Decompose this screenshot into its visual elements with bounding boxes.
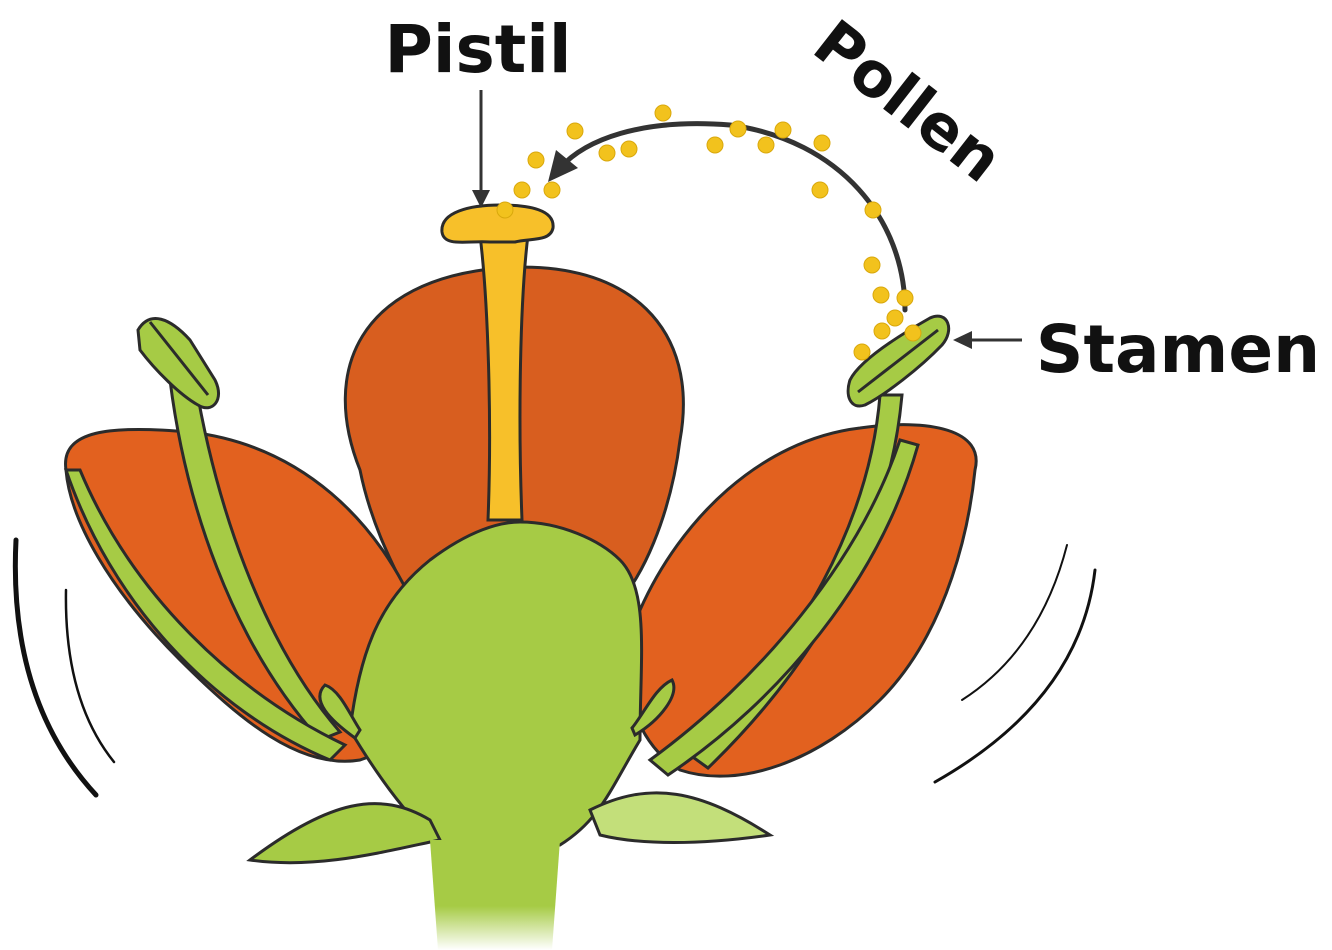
right-stamen-anther [848, 316, 949, 406]
motion-lines-left [15, 540, 114, 795]
right-petal [628, 425, 976, 777]
right-sepal [590, 793, 770, 843]
left-sepal [250, 804, 440, 863]
stem [430, 840, 560, 950]
stamen-label: Stamen [1036, 311, 1320, 388]
pistil-label: Pistil [384, 11, 571, 88]
pistil-pointer-arrow [472, 90, 490, 208]
stamen-pointer-arrow [953, 331, 1022, 349]
motion-lines-right [935, 545, 1095, 782]
